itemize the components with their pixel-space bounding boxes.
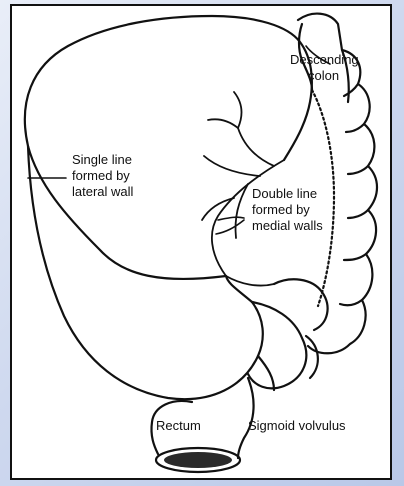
label-descending-1: Descending	[290, 52, 359, 67]
lower-coils	[248, 279, 328, 390]
label-single-line-2: formed by	[72, 168, 130, 183]
label-sigmoid-volvulus: Sigmoid volvulus	[248, 418, 346, 433]
label-double-line-1: Double line	[252, 186, 317, 201]
label-descending-2: colon	[308, 68, 339, 83]
label-single-line-3: lateral wall	[72, 184, 134, 199]
sigmoid-volvulus-diagram: Single line formed by lateral wall Doubl…	[12, 6, 390, 478]
label-double-line-3: medial walls	[252, 218, 323, 233]
label-single-line-1: Single line	[72, 152, 132, 167]
label-double-line-2: formed by	[252, 202, 310, 217]
diagram-frame: Single line formed by lateral wall Doubl…	[10, 4, 392, 480]
label-rectum: Rectum	[156, 418, 201, 433]
